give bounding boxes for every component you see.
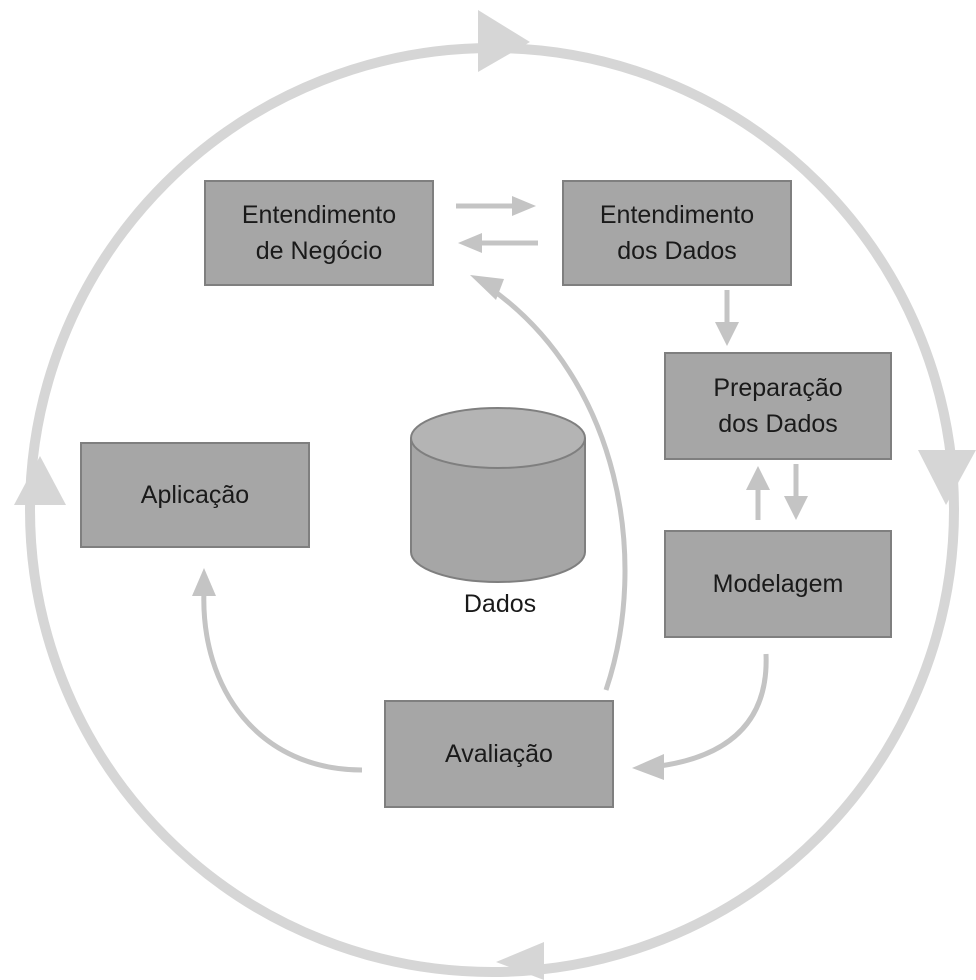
stage-data-understanding: Entendimento dos Dados bbox=[562, 180, 792, 286]
outer-arrowhead-left bbox=[14, 456, 66, 505]
arrow-modeling-to-preparation-head bbox=[746, 466, 770, 490]
database-icon bbox=[410, 407, 586, 583]
arrow-evaluation-to-deployment-curve bbox=[201, 589, 363, 773]
outer-arrowhead-bottom bbox=[496, 942, 544, 980]
stage-data-preparation: Preparação dos Dados bbox=[664, 352, 892, 460]
stage-modeling: Modelagem bbox=[664, 530, 892, 638]
stage-deployment-label: Aplicação bbox=[140, 480, 250, 509]
stage-business-understanding: Entendimento de Negócio bbox=[204, 180, 434, 286]
arrow-business-to-data-head bbox=[512, 196, 536, 216]
arrow-data-to-business-head bbox=[458, 233, 482, 253]
outer-arrowhead-top bbox=[478, 10, 530, 72]
arrow-preparation-to-modeling-head bbox=[784, 496, 808, 520]
stage-business-understanding-label: Entendimento de Negócio bbox=[241, 200, 397, 265]
stage-modeling-label: Modelagem bbox=[712, 569, 844, 598]
stage-evaluation-label: Avaliação bbox=[445, 739, 553, 768]
stage-data-preparation-label: Preparação dos Dados bbox=[713, 373, 843, 438]
arrow-evaluation-to-deployment-head bbox=[192, 568, 216, 596]
stage-data-understanding-label: Entendimento dos Dados bbox=[599, 200, 755, 265]
arrow-modeling-to-evaluation-curve bbox=[659, 653, 769, 769]
arrow-evaluation-to-business-curve bbox=[488, 285, 628, 691]
arrow-understanding-to-preparation-head bbox=[715, 322, 739, 346]
arrow-modeling-to-evaluation-head bbox=[632, 754, 664, 780]
data-store-label: Dados bbox=[463, 590, 537, 618]
stage-deployment: Aplicação bbox=[80, 442, 310, 548]
outer-arrowhead-right bbox=[918, 450, 976, 505]
stage-evaluation: Avaliação bbox=[384, 700, 614, 808]
arrow-evaluation-to-business-head bbox=[470, 275, 504, 300]
